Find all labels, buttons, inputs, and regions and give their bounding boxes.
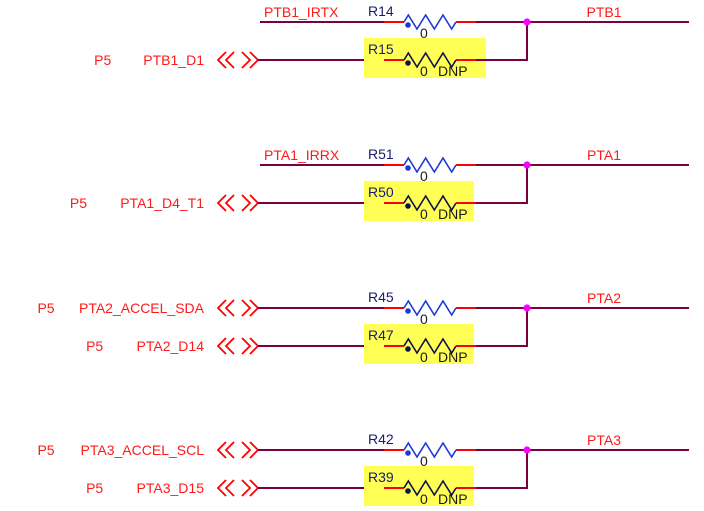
resistor-zigzag-icon [403, 441, 457, 459]
wire-net-label: PTB1_IRTX [264, 4, 339, 20]
dnp-highlight [364, 38, 486, 78]
bidirectional-port-icon [216, 299, 260, 317]
resistor-dnp: R47 0 DNP [364, 324, 476, 365]
resistor: R14 0 [368, 3, 476, 41]
bottom-branch: PTA2_D14 P5 R47 0 DNP [86, 324, 476, 365]
output-net-label: PTA3 [587, 432, 621, 448]
resistor-dnp: R15 0 DNP [364, 38, 486, 79]
resistor-value: 0 [420, 491, 428, 507]
merge-wire [476, 308, 528, 347]
bidirectional-port-icon [216, 337, 260, 355]
port-net-label: PTA3_D15 [137, 480, 205, 496]
bidirectional-port-icon [216, 479, 260, 497]
junction-dot-icon [523, 446, 531, 454]
dnp-label: DNP [438, 206, 468, 222]
top-branch: PTA3_ACCEL_SCL P5 R42 0 [37, 431, 476, 469]
port-net-label: PTA1_D4_T1 [120, 195, 204, 211]
resistor-refdes: R14 [368, 3, 394, 19]
resistor: R51 0 [368, 146, 476, 184]
output-net-label: PTA2 [587, 290, 621, 306]
port-net-label: PTA2_D14 [137, 338, 205, 354]
bottom-branch: PTA1_D4_T1 P5 R50 0 DNP [70, 181, 476, 222]
resistor-value: 0 [420, 168, 428, 184]
top-branch: PTB1_IRTX R14 0 [260, 3, 476, 41]
resistor-value: 0 [420, 206, 428, 222]
resistor-value: 0 [420, 349, 428, 365]
dnp-highlight [364, 181, 474, 221]
resistor-dnp: R39 0 DNP [364, 466, 476, 507]
resistor-value: 0 [420, 453, 428, 469]
resistor-refdes: R47 [368, 327, 394, 343]
wire-net-label: PTA1_IRRX [264, 147, 340, 163]
resistor-refdes: R45 [368, 289, 394, 305]
port-net-label: PTA2_ACCEL_SDA [79, 300, 205, 316]
resistor-zigzag-icon [403, 479, 457, 497]
sheet-reference: P5 [70, 195, 87, 211]
top-branch: PTA1_IRRX R51 0 [260, 146, 476, 184]
resistor-dnp: R50 0 DNP [364, 181, 476, 222]
sheet-reference: P5 [37, 442, 54, 458]
bidirectional-port-icon [216, 51, 260, 69]
bottom-branch: PTB1_D1 P5 R15 0 DNP [94, 38, 486, 79]
resistor-refdes: R50 [368, 184, 394, 200]
top-branch: PTA2_ACCEL_SDA P5 R45 0 [37, 289, 476, 327]
junction-dot-icon [523, 161, 531, 169]
pin1-dot-icon [405, 60, 411, 66]
resistor-value: 0 [420, 25, 428, 41]
bidirectional-port-icon [216, 194, 260, 212]
resistor-refdes: R42 [368, 431, 394, 447]
dnp-label: DNP [438, 349, 468, 365]
pin1-dot-icon [405, 165, 411, 171]
junction-dot-icon [523, 18, 531, 26]
merge-wire [476, 450, 528, 489]
output-net-label: PTB1 [586, 4, 621, 20]
dnp-highlight [364, 466, 474, 506]
sheet-reference: P5 [86, 338, 103, 354]
resistor-zigzag-icon [403, 194, 457, 212]
merge-wire [476, 22, 528, 61]
pin1-dot-icon [405, 450, 411, 456]
dnp-highlight [364, 324, 474, 364]
dnp-label: DNP [438, 491, 468, 507]
resistor-zigzag-icon [403, 337, 457, 355]
bottom-branch: PTA3_D15 P5 R39 0 DNP [86, 466, 476, 507]
sheet-reference: P5 [94, 52, 111, 68]
pin1-dot-icon [405, 346, 411, 352]
resistor-zigzag-icon [403, 156, 457, 174]
resistor-zigzag-icon [403, 299, 457, 317]
pin1-dot-icon [405, 203, 411, 209]
port-net-label: PTA3_ACCEL_SCL [81, 442, 205, 458]
resistor-zigzag-icon [403, 13, 457, 31]
resistor: R42 0 [368, 431, 476, 469]
resistor-zigzag-icon [403, 51, 457, 69]
merge-wire [476, 165, 528, 204]
output-net-label: PTA1 [587, 147, 621, 163]
sheet-reference: P5 [86, 480, 103, 496]
resistor-value: 0 [420, 63, 428, 79]
port-net-label: PTB1_D1 [143, 52, 204, 68]
resistor-value: 0 [420, 311, 428, 327]
dnp-label: DNP [438, 63, 468, 79]
bidirectional-port-icon [216, 441, 260, 459]
pin1-dot-icon [405, 22, 411, 28]
resistor-refdes: R51 [368, 146, 394, 162]
resistor-refdes: R15 [368, 41, 394, 57]
junction-dot-icon [523, 304, 531, 312]
resistor-refdes: R39 [368, 469, 394, 485]
resistor: R45 0 [368, 289, 476, 327]
pin1-dot-icon [405, 308, 411, 314]
sheet-reference: P5 [37, 300, 54, 316]
pin1-dot-icon [405, 488, 411, 494]
